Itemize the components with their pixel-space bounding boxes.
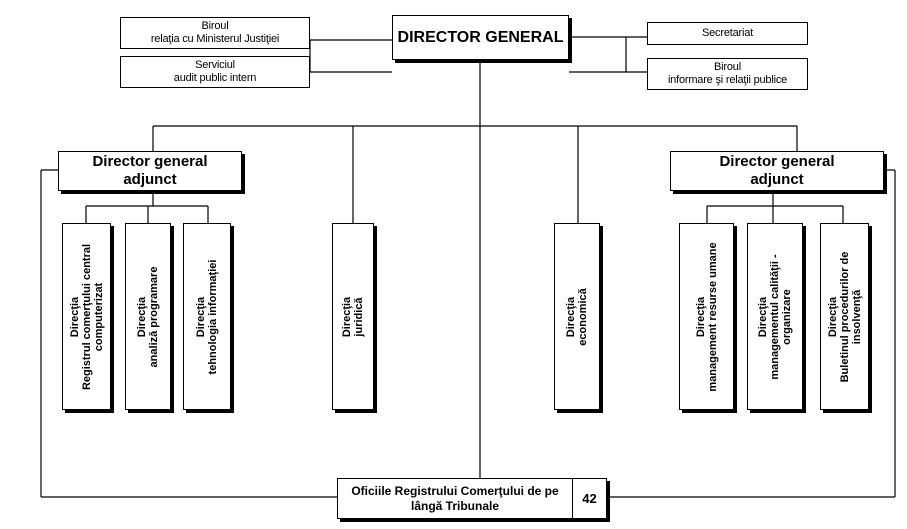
deputy-director-right-box: Director general adjunct xyxy=(670,151,884,191)
staff-box-line2: audit public intern xyxy=(173,72,257,84)
oficiile-count: 42 xyxy=(582,491,597,506)
director-general-box: DIRECTOR GENERAL xyxy=(392,15,569,60)
staff-box-line1: Biroul xyxy=(201,20,229,32)
direction-line1: Direcţia xyxy=(68,296,81,337)
direction-line2: economică xyxy=(577,287,589,346)
direction-line2: managementul calităţii - xyxy=(769,253,781,380)
oficiile-line1: Oficiile Registrului Comerţului de pe xyxy=(351,483,559,498)
direction-juridica-box: Direcţia juridică xyxy=(332,223,374,410)
direction-line1: Direcţia xyxy=(136,296,148,337)
direction-analiza-programare-box: Direcţia analiză programare xyxy=(125,223,171,410)
deputy-line1: Director general xyxy=(92,153,208,170)
staff-box-line1: Secretariat xyxy=(702,27,753,39)
direction-line1: Direcţia xyxy=(341,296,353,337)
staff-box-line2: informare şi relaţii publice xyxy=(667,74,788,86)
staff-box-line1: Serviciul xyxy=(195,59,235,71)
director-general-label: DIRECTOR GENERAL xyxy=(397,29,564,46)
direction-line2: juridică xyxy=(353,296,365,337)
oficiile-line2: lângă Tribunale xyxy=(410,498,500,513)
direction-line1: Direcţia xyxy=(195,296,207,337)
direction-economica-box: Direcţia economică xyxy=(554,223,600,410)
oficiile-label: Oficiile Registrului Comerţului de pe lâ… xyxy=(338,479,573,518)
direction-line3: insolvenţă xyxy=(850,289,863,344)
direction-line1: Direcţia xyxy=(565,296,577,337)
direction-registrul-comertului-box: Direcţia Registrul comerţului central co… xyxy=(62,223,111,410)
direction-line2: Registrul comerţului central xyxy=(80,243,93,390)
direction-line1: Direcţia xyxy=(826,296,839,337)
direction-line1: Direcţia xyxy=(694,296,707,337)
direction-line2: analiză programare xyxy=(148,266,160,367)
direction-line3: organizare xyxy=(781,288,793,345)
deputy-line2: adjunct xyxy=(123,171,177,188)
staff-box-audit-public-intern: Serviciul audit public intern xyxy=(120,56,310,88)
staff-box-line2: relaţia cu Ministerul Justiţiei xyxy=(150,33,280,45)
staff-box-informare-relatii-publice: Biroul informare şi relaţii publice xyxy=(647,58,808,90)
direction-managementul-calitatii-box: Direcţia managementul calităţii - organi… xyxy=(747,223,803,410)
deputy-line1: Director general xyxy=(719,153,835,170)
direction-line2: tehnologia informaţiei xyxy=(207,259,219,374)
direction-management-resurse-umane-box: Direcţia management resurse umane xyxy=(679,223,734,410)
direction-line1: Direcţia xyxy=(757,296,769,337)
deputy-director-left-box: Director general adjunct xyxy=(58,151,242,191)
deputy-line2: adjunct xyxy=(750,171,804,188)
staff-box-secretariat: Secretariat xyxy=(647,22,808,45)
direction-buletinul-procedurilor-box: Direcţia Buletinul procedurilor de insol… xyxy=(820,223,869,410)
direction-line2: management resurse umane xyxy=(706,241,719,392)
oficiile-registrului-box: Oficiile Registrului Comerţului de pe lâ… xyxy=(337,478,607,519)
direction-line2: Buletinul procedurilor de xyxy=(838,251,851,382)
staff-box-line1: Biroul xyxy=(714,61,741,73)
staff-box-relatia-ministerul-justitiei: Biroul relaţia cu Ministerul Justiţiei xyxy=(120,17,310,49)
direction-tehnologia-informatiei-box: Direcţia tehnologia informaţiei xyxy=(183,223,231,410)
direction-line3: computerizat xyxy=(92,282,105,351)
